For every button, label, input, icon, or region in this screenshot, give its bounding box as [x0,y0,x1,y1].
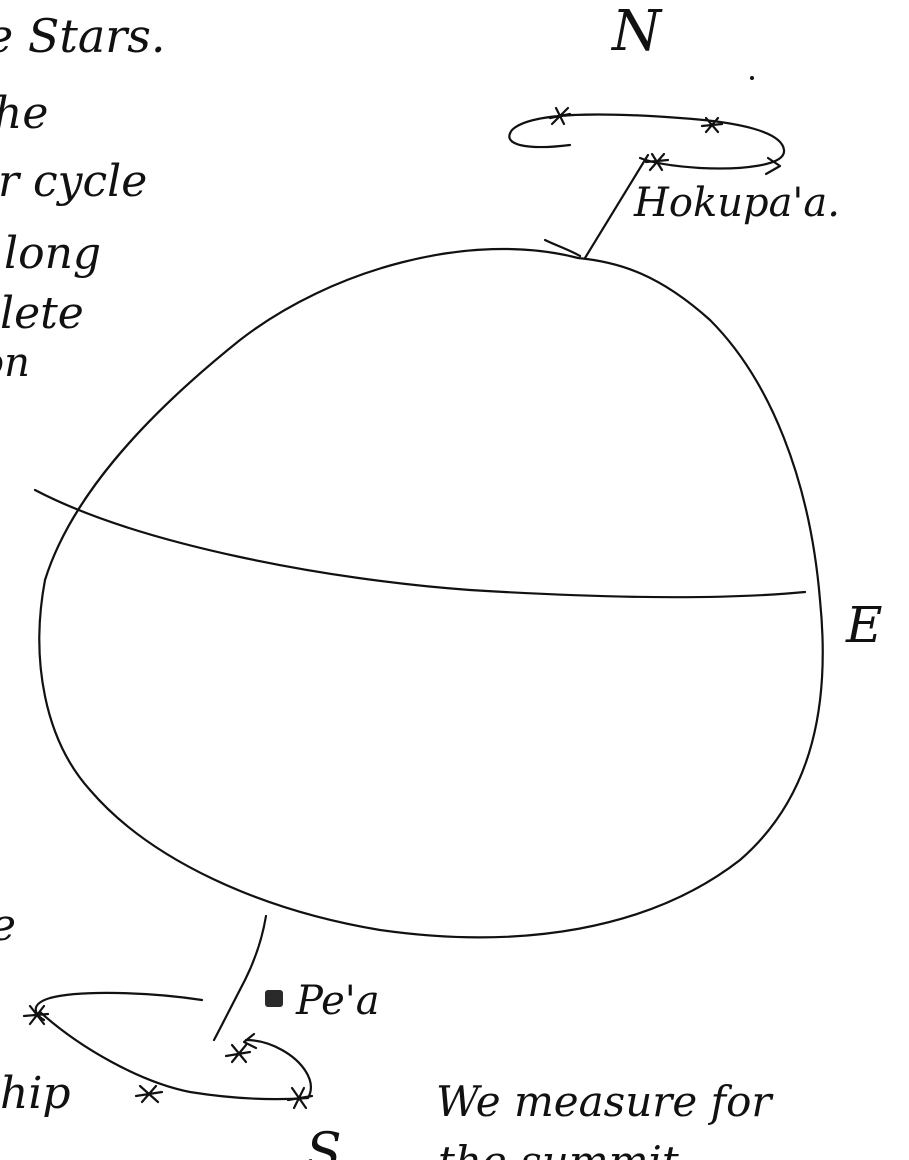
note-line: lete [0,288,84,339]
equator-line [35,490,805,597]
note-line: long [4,228,101,279]
compass-east-label: E [845,596,883,654]
note-line: he [0,88,48,139]
celestial-sphere-outline [39,249,822,937]
compass-south-label: S [306,1123,342,1160]
note-line: on [0,340,30,386]
north-star-label: Hokupa'a. [633,180,840,226]
note-line: e Stars. [0,9,166,63]
south-star-marker-icon [265,990,283,1007]
left-notes: e Stars. he r cycle long lete on [0,9,166,386]
bottom-note-line: We measure for [436,1077,774,1126]
compass-north-label: N [610,0,663,64]
star-icon [226,1045,250,1062]
south-star-loop-upper [36,993,202,1020]
left-fragment-upper: e [0,900,16,951]
north-star-asterisks [550,108,722,170]
sphere-south-pointer-line [214,916,266,1040]
bottom-note-line: the summit [438,1137,679,1160]
south-star-label: Pe'a [295,978,380,1024]
star-icon [646,154,668,170]
note-line: r cycle [0,156,147,207]
north-star-dot-icon [750,76,754,80]
left-fragment-lower: hip [0,1068,71,1119]
star-icon [136,1086,162,1102]
north-star-loop [509,114,784,168]
south-star-loop-lower [40,1012,311,1099]
